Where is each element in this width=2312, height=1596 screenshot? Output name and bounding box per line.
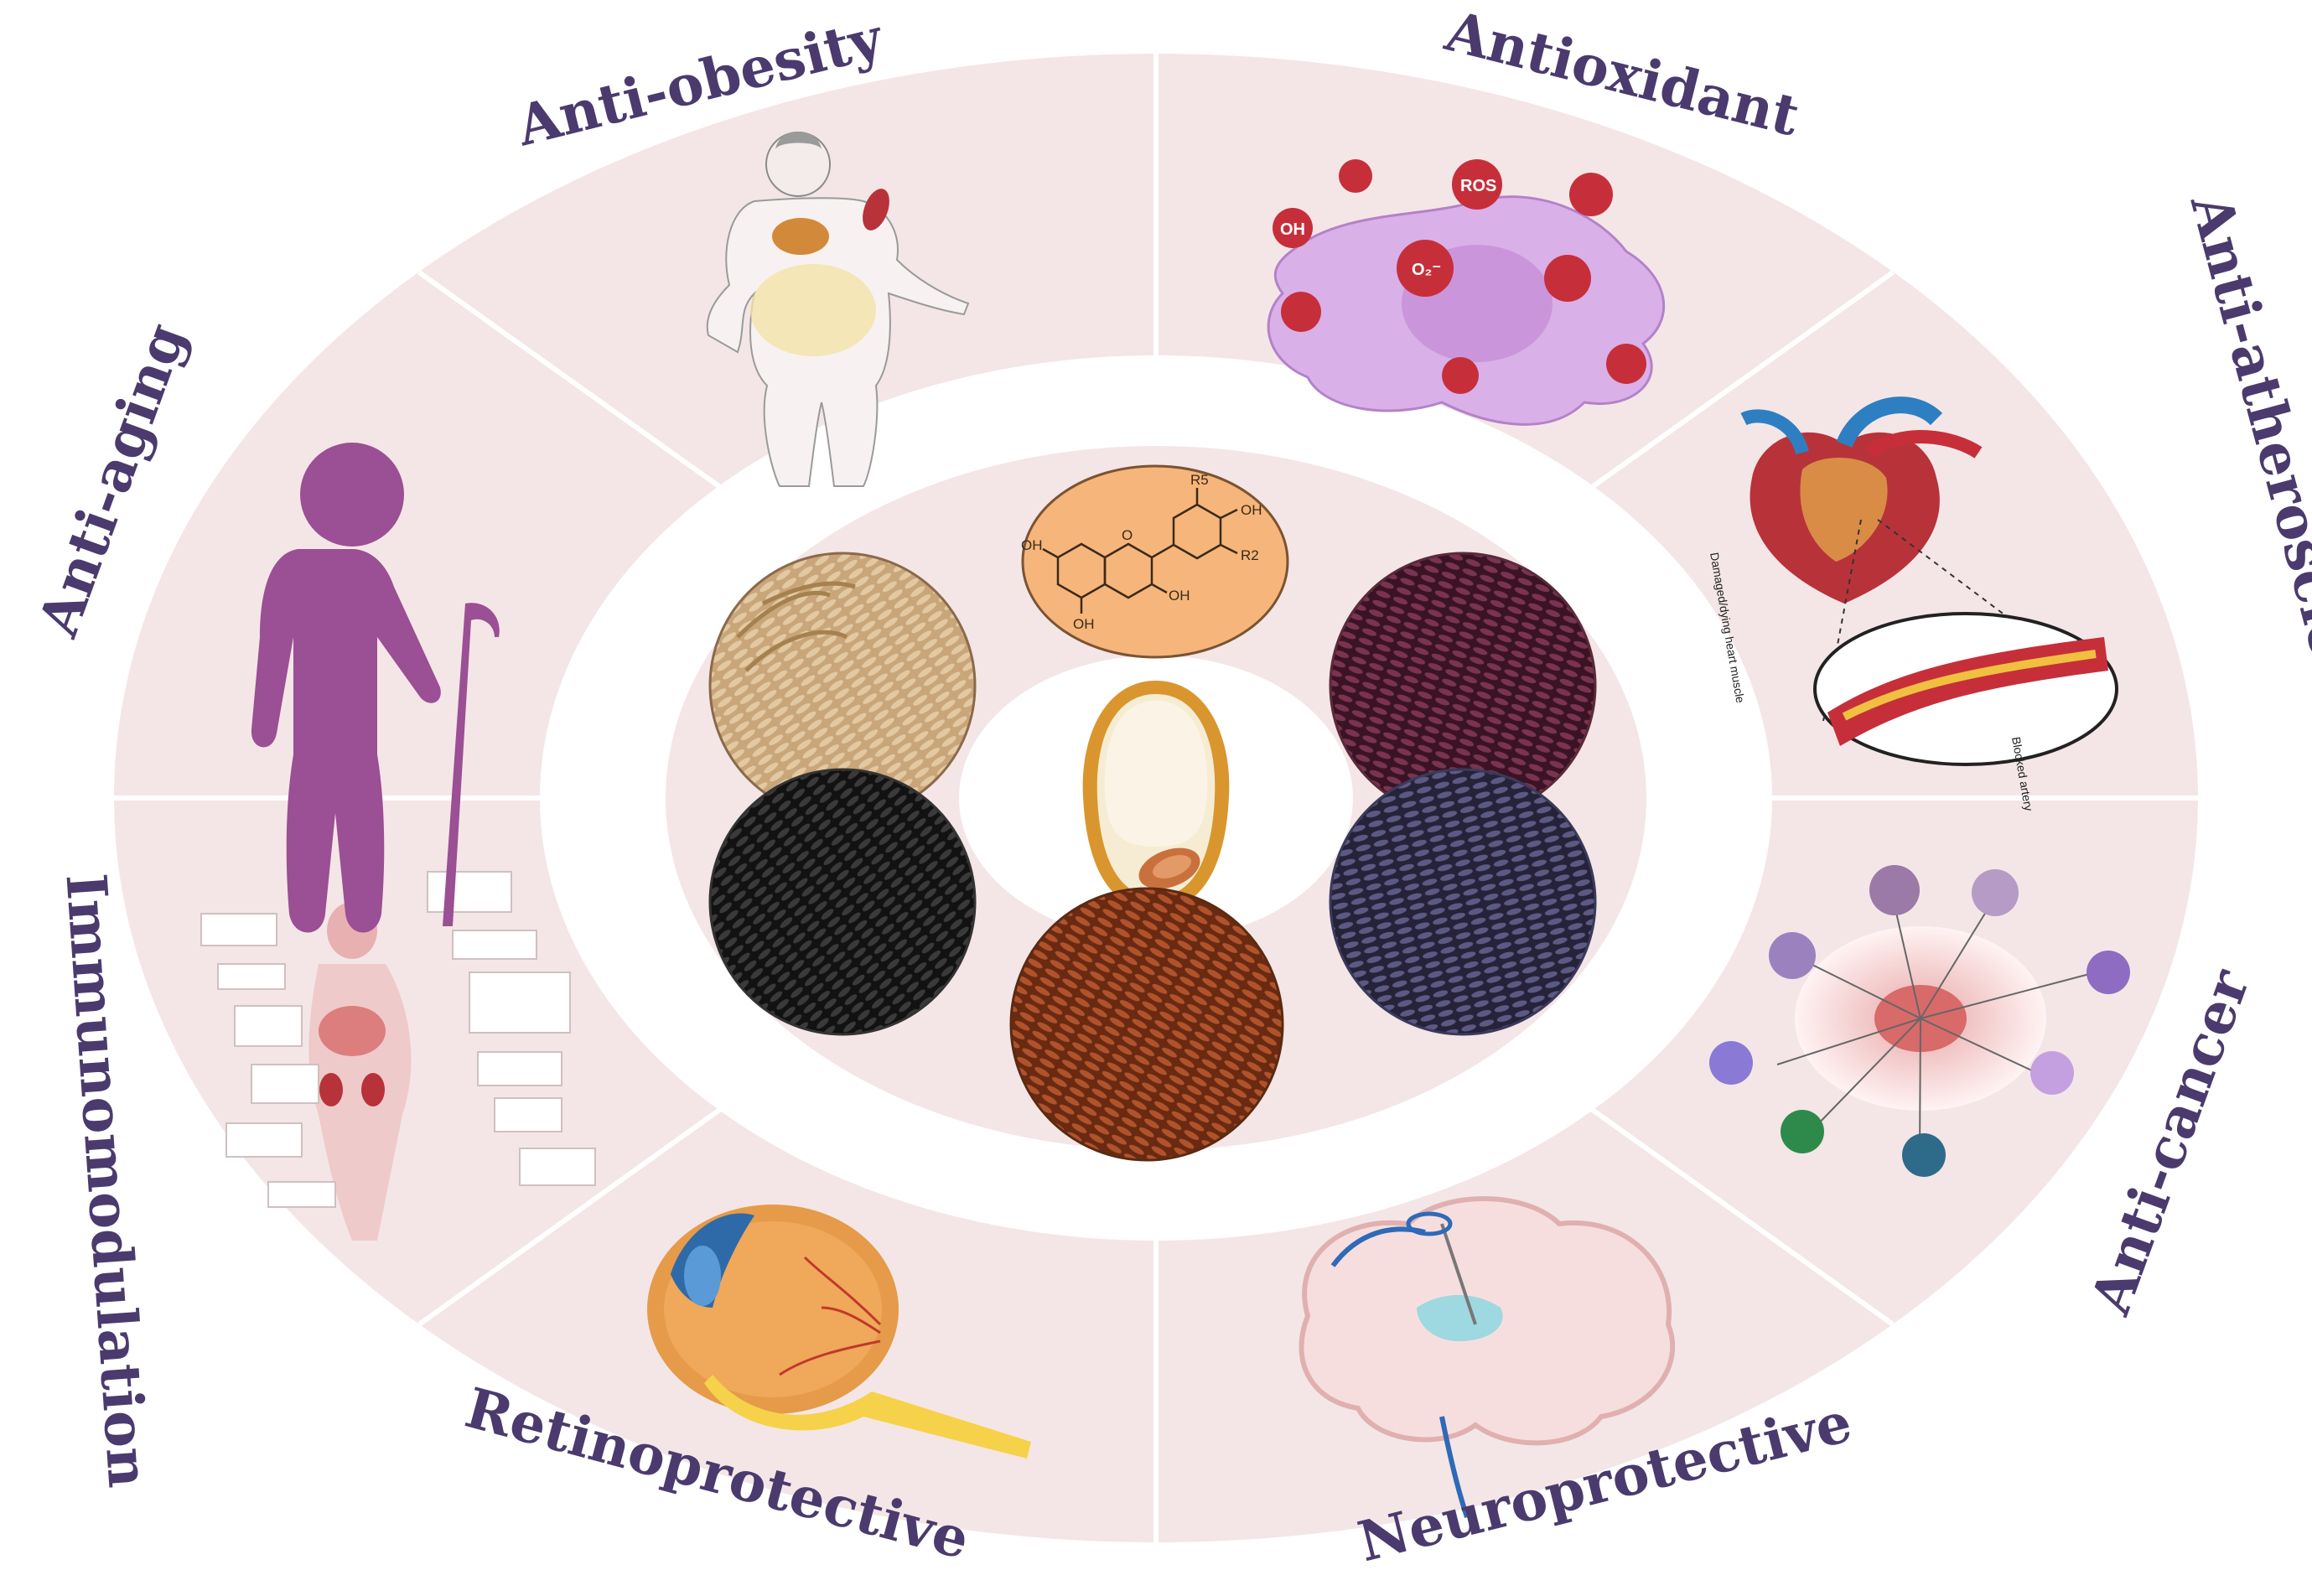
red-rice-icon xyxy=(1009,887,1284,1162)
ros-label: ROS xyxy=(1460,177,1496,195)
oh-label-4: OH xyxy=(1073,616,1095,632)
cancer-cells-icon xyxy=(1709,865,2130,1177)
blue-black-rice-icon xyxy=(1329,768,1597,1036)
anthocyanin-structure: R5 OH R2 OH OH OH O xyxy=(1021,464,1289,659)
elderly-person-icon xyxy=(251,443,500,933)
immune-body-icon xyxy=(200,871,596,1241)
oh-label: OH xyxy=(1280,220,1305,239)
o-plus-label: O xyxy=(1122,527,1133,543)
label-anti-atherosclerosis: Anti-atherosclerosis xyxy=(2178,186,2312,808)
black-rice-icon xyxy=(708,768,977,1036)
heart-artery-icon: Blocked artery Damaged/dying heart muscl… xyxy=(1708,396,2118,812)
brown-rice-icon xyxy=(708,552,977,820)
antioxidant-cell-icon: OH ROS O₂⁻ xyxy=(1267,159,1666,426)
rice-grain-icon xyxy=(1082,681,1230,910)
eye-icon xyxy=(647,1205,1031,1459)
oh-label-2: OH xyxy=(1169,588,1190,604)
oh-label-1: OH xyxy=(1241,502,1262,518)
r2-label: R2 xyxy=(1241,547,1259,563)
brain-icon xyxy=(1299,1196,1676,1518)
r5-label: R5 xyxy=(1190,472,1209,488)
obesity-figure-icon xyxy=(706,132,970,487)
o2-label: O₂⁻ xyxy=(1412,261,1441,279)
oh-label-3: OH xyxy=(1021,537,1043,553)
